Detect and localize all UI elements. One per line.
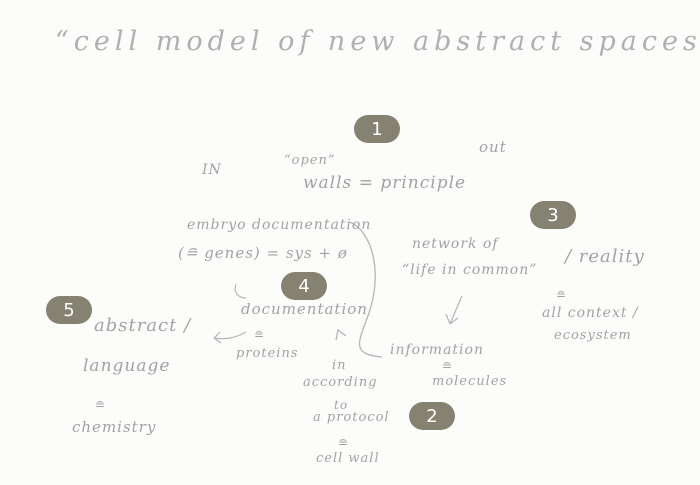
- equiv-sign-chemistry: ≘: [95, 398, 107, 412]
- cycle-curve: [349, 221, 383, 358]
- equiv-sign-molecules: ≘: [442, 359, 454, 373]
- badge-3: 3: [530, 201, 576, 229]
- equiv-sign-cell-wall: ≘: [338, 436, 350, 450]
- label-information: information: [390, 342, 484, 358]
- label-out: out: [479, 138, 507, 156]
- label-reality: / reality: [565, 246, 645, 267]
- label-language: language: [83, 356, 171, 376]
- badge-1: 1: [354, 115, 400, 143]
- arrow-info-to-doc: [335, 328, 347, 341]
- diagram-title: “cell model of new abstract spaces”: [55, 26, 700, 57]
- equiv-sign-proteins: ≘: [254, 328, 266, 342]
- label-proteins: proteins: [236, 346, 299, 361]
- label-according: according: [303, 375, 378, 390]
- label-all-context: all context /: [542, 305, 639, 321]
- label-genes: (≘ genes) = sys + ø: [178, 244, 348, 262]
- label-documentation: documentation: [241, 300, 368, 318]
- label-abstract: abstract /: [94, 315, 192, 336]
- badge-4: 4: [281, 272, 327, 300]
- label-cell-wall: cell wall: [316, 451, 380, 466]
- label-chemistry: chemistry: [72, 418, 157, 436]
- label-to: to: [334, 398, 349, 412]
- label-embryo-documentation: embryo documentation: [187, 217, 372, 233]
- label-walls-principle: walls = principle: [303, 173, 467, 193]
- arrow-doc-to-abstract: [213, 331, 247, 344]
- label-ecosystem: ecosystem: [554, 328, 632, 343]
- label-a-protocol: a protocol: [313, 410, 390, 425]
- label-molecules: molecules: [432, 374, 508, 389]
- label-in: IN: [202, 162, 222, 178]
- arrow-embryo-down: [234, 283, 247, 299]
- label-network-of: network of: [412, 236, 499, 252]
- label-life-in-common: “life in common”: [402, 262, 538, 278]
- label-in-lower: in: [332, 358, 347, 373]
- equiv-sign-context: ≘: [556, 288, 568, 302]
- badge-2: 2: [409, 402, 455, 430]
- arrow-network-down: [445, 295, 463, 325]
- label-open: “open”: [284, 153, 336, 168]
- badge-5: 5: [46, 296, 92, 324]
